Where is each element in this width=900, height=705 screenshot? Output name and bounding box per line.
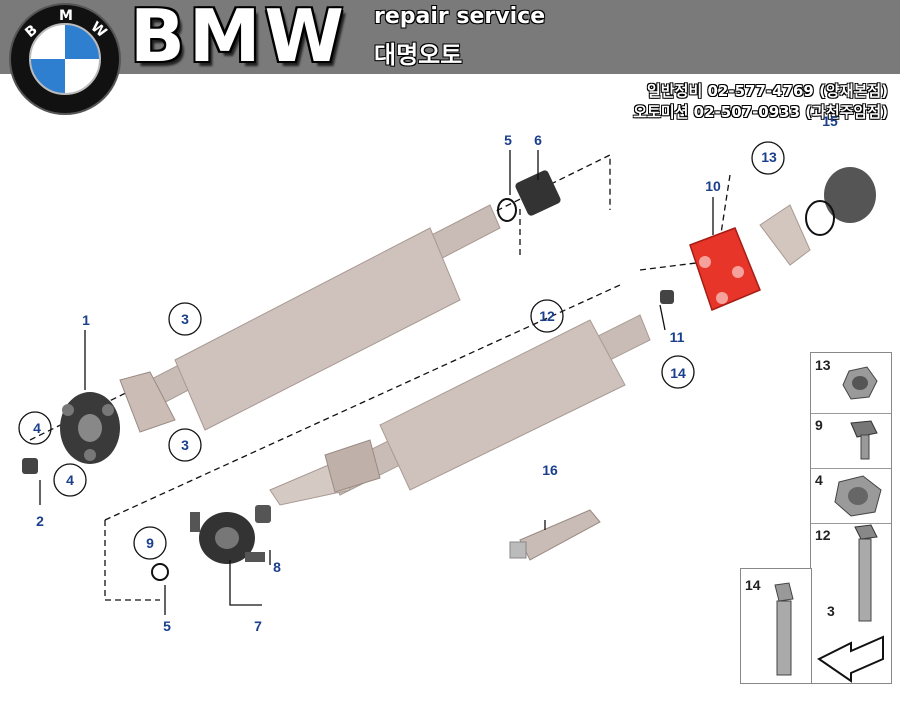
- flange-nut-icon: [842, 366, 878, 400]
- ring-part-5: [497, 198, 517, 222]
- output-flange: [759, 167, 876, 266]
- bolt-short-icon: [850, 420, 878, 460]
- tagline-english: repair service: [374, 4, 546, 29]
- fastener-legend: 13 9 4 12 3: [810, 352, 892, 684]
- legend-cell-13: 13: [811, 353, 891, 414]
- ring-part-5b: [151, 563, 169, 581]
- callout-4-lower: 4: [66, 472, 74, 488]
- bushing-part-8: [255, 505, 271, 523]
- legend-cell-14: 14: [740, 568, 812, 684]
- callout-12: 12: [539, 308, 555, 324]
- front-propshaft: [119, 204, 501, 433]
- callout-8: 8: [273, 559, 281, 575]
- tagline-korean: 대명오토: [374, 41, 463, 69]
- callout-6: 6: [534, 132, 542, 148]
- callout-14: 14: [670, 365, 686, 381]
- stud-bolt-icon: [774, 582, 794, 676]
- callout-15: 15: [822, 113, 838, 129]
- legend-cell-9: 9: [811, 413, 891, 469]
- bmw-logo: B M W: [8, 2, 122, 116]
- callout-10: 10: [705, 178, 721, 194]
- legend-cell-12: 12: [811, 523, 891, 629]
- legend-label-14: 14: [745, 577, 761, 593]
- callout-5-upper: 5: [504, 132, 512, 148]
- callout-3-lower: 3: [181, 437, 189, 453]
- callout-2: 2: [36, 513, 44, 529]
- header-bar: [0, 0, 900, 74]
- rear-propshaft: [269, 314, 651, 506]
- flex-disc-front: [60, 392, 120, 464]
- callout-1: 1: [82, 312, 90, 328]
- legend-label-12: 12: [815, 527, 831, 543]
- logo-letter-m: M: [59, 8, 73, 24]
- legend-cell-4: 4: [811, 468, 891, 524]
- arrow-icon: [817, 635, 884, 683]
- grease-tube-part-16: [509, 509, 601, 561]
- callout-9: 9: [146, 535, 154, 551]
- callout-4-upper: 4: [33, 420, 41, 436]
- bushing-part-2: [22, 458, 38, 474]
- center-bearing-part-7: [190, 505, 271, 564]
- contact-transmission: 오토미션 02-507-0933 (과천주암점): [633, 103, 888, 121]
- callout-3-upper: 3: [181, 311, 189, 327]
- legend-label-13: 13: [815, 357, 831, 373]
- legend-label-9: 9: [815, 417, 823, 433]
- callout-circles: [18, 141, 785, 560]
- callout-5-lower: 5: [163, 618, 171, 634]
- legend-label-4: 4: [815, 472, 823, 488]
- callout-11: 11: [669, 329, 685, 345]
- legend-label-3: 3: [827, 603, 835, 619]
- contact-general-repair: 일반정비 02-577-4769 (양재본점): [647, 82, 888, 100]
- bolt-long-icon: [854, 524, 878, 622]
- flex-disc-rear-highlighted: [689, 227, 761, 312]
- legend-cell-3: 3: [811, 603, 891, 683]
- bushing-part-11: [660, 290, 674, 304]
- brand-title: BMW: [130, 0, 348, 78]
- callout-16: 16: [542, 462, 558, 478]
- sleeve-part-6: [497, 170, 561, 222]
- callout-7: 7: [254, 618, 262, 634]
- hex-nut-icon: [834, 475, 882, 517]
- callout-13: 13: [761, 149, 777, 165]
- leader-lines: [39, 150, 714, 615]
